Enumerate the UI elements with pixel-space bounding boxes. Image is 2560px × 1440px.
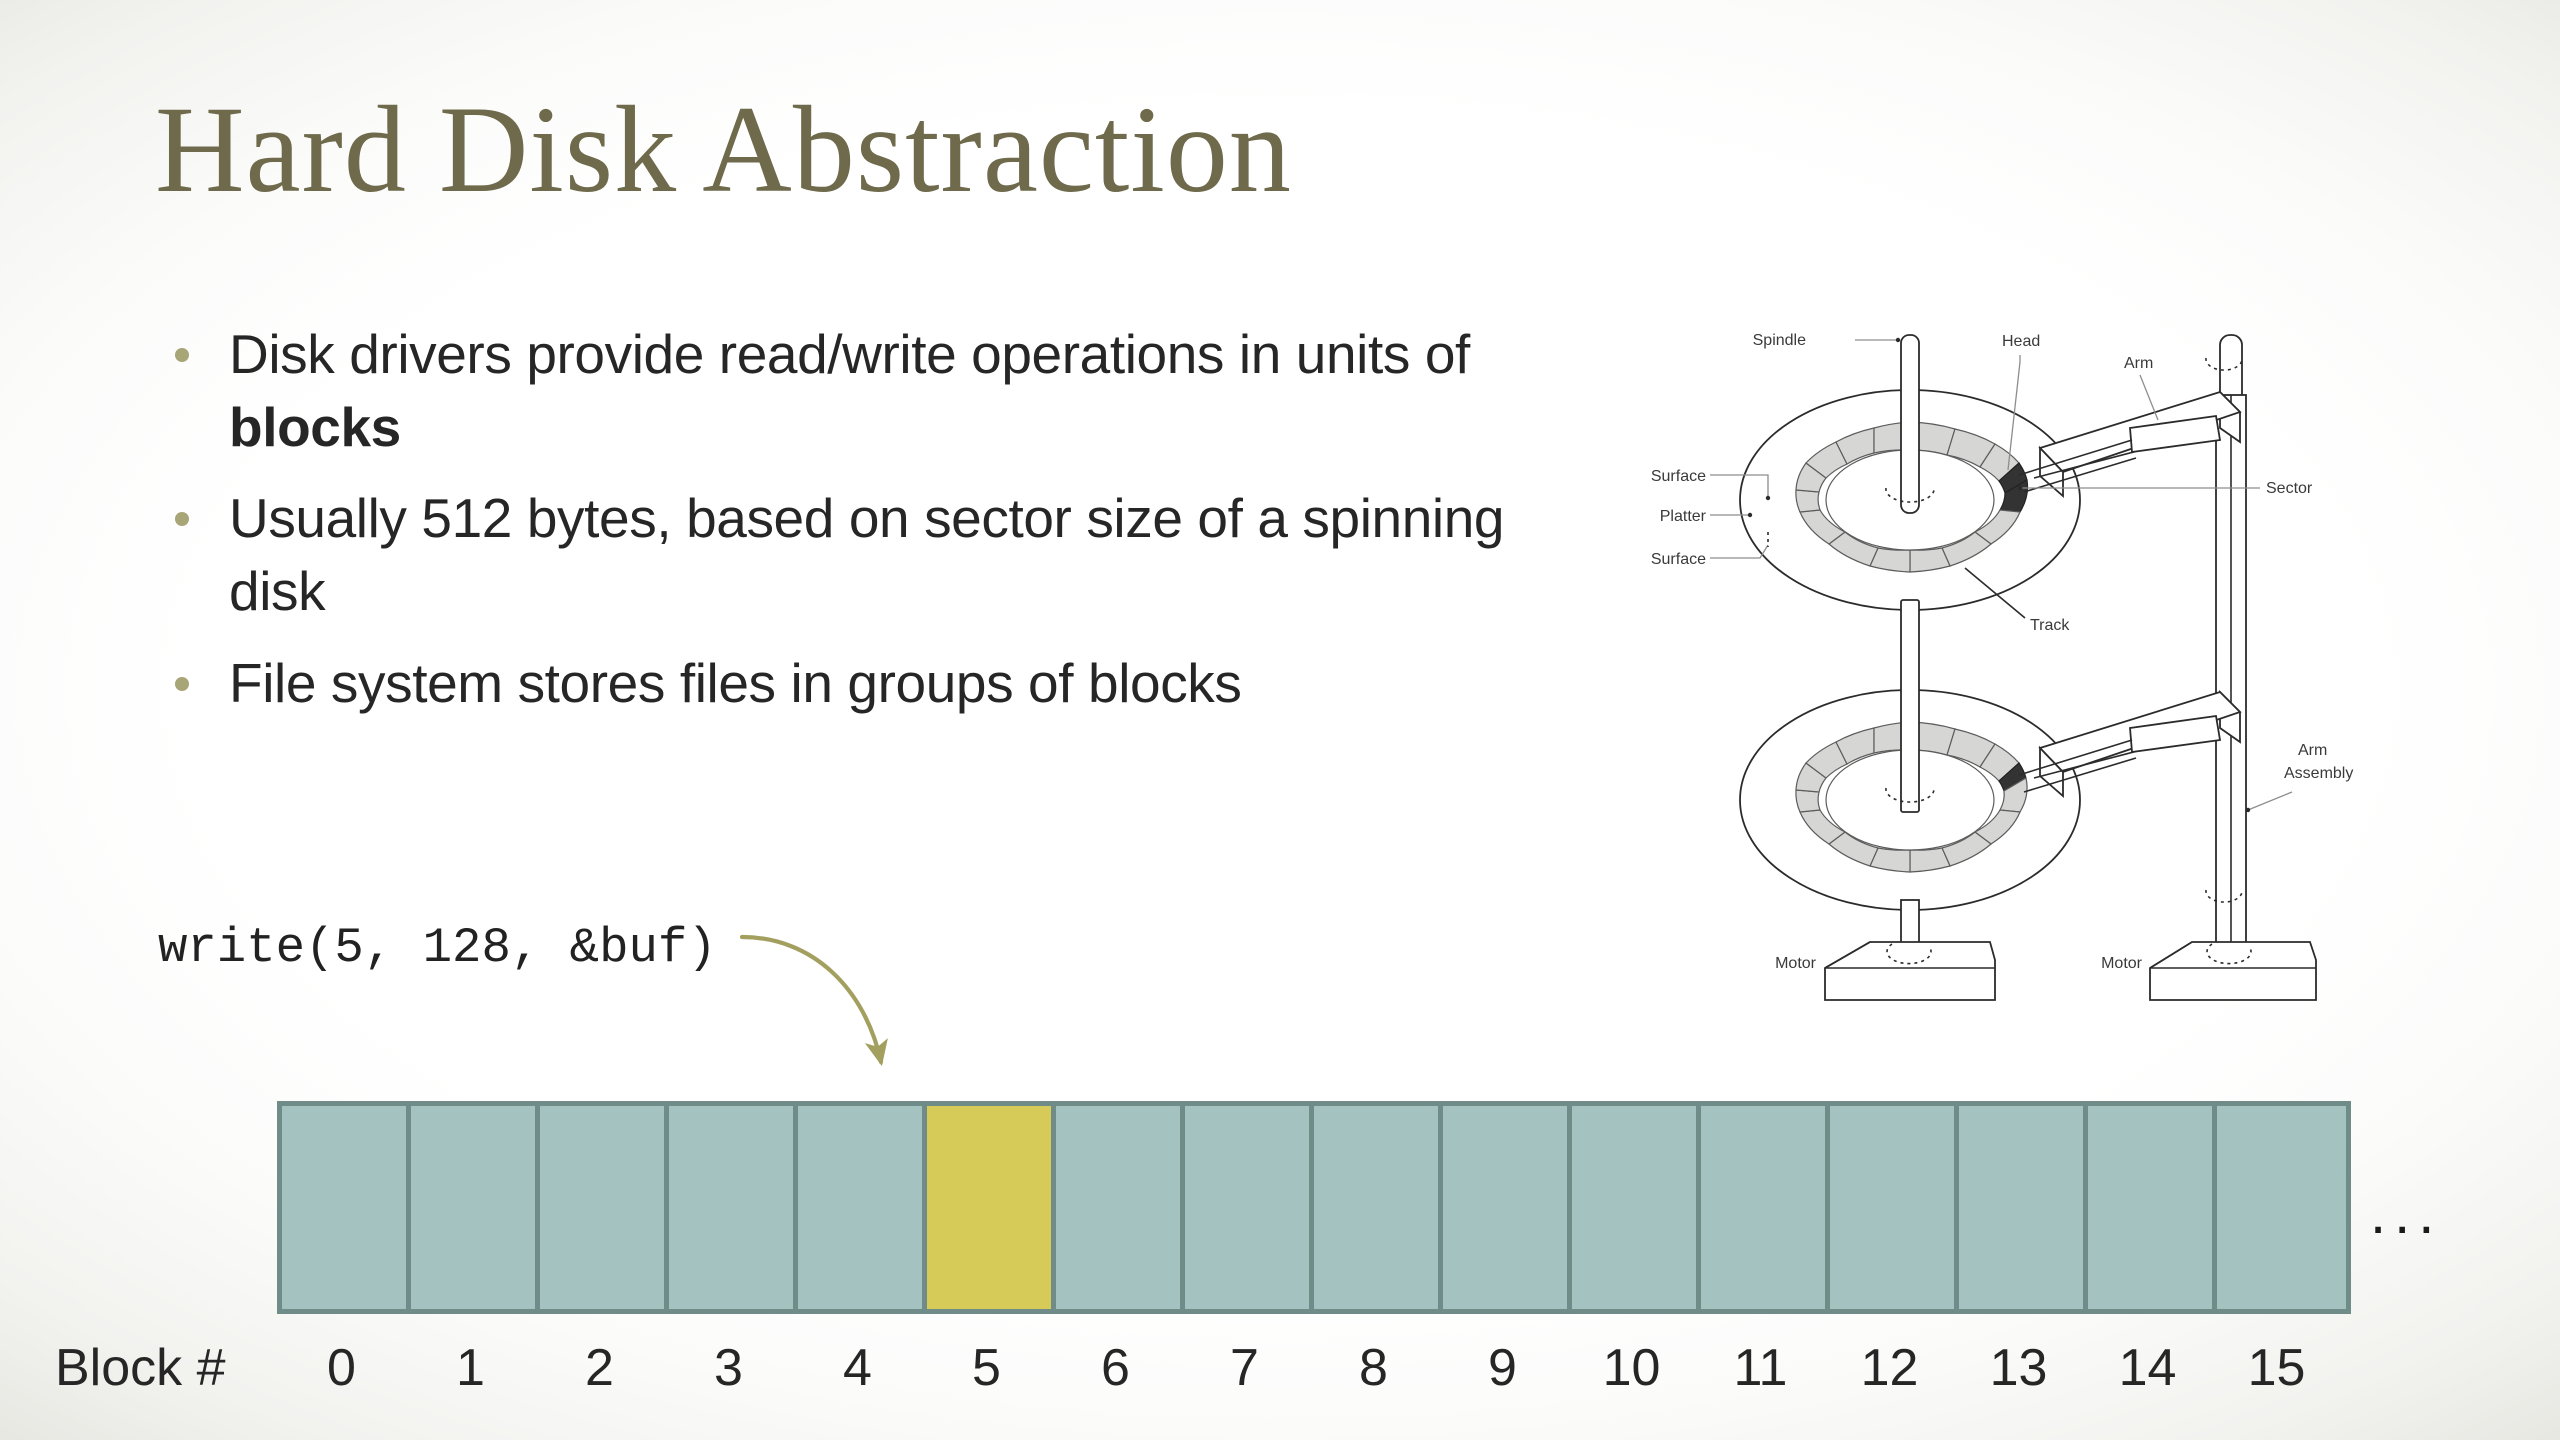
hard-disk-illustration: Spindle Head Arm Surface Platter Surface…: [1651, 332, 2353, 1001]
block-cell-3[interactable]: [669, 1106, 798, 1309]
list-item: Usually 512 bytes, based on sector size …: [175, 482, 1595, 628]
hard-disk-diagram: Spindle Head Arm Surface Platter Surface…: [1620, 300, 2420, 1040]
label-arm-assembly-line1: Arm: [2298, 742, 2327, 759]
block-cell-11[interactable]: [1701, 1106, 1830, 1309]
leader-surface-top: [1710, 474, 1769, 496]
leader-arm: [2139, 374, 2159, 421]
page-title: Hard Disk Abstraction: [155, 81, 1292, 218]
label-arm-assembly-line2: Assembly: [2284, 765, 2353, 782]
block-cell-4[interactable]: [798, 1106, 927, 1309]
bullet-text-plain: File system stores files in groups of bl…: [229, 651, 1242, 714]
bullet-list: Disk drivers provide read/write operatio…: [175, 318, 1595, 738]
block-cell-0[interactable]: [282, 1106, 411, 1309]
leader-track: [1964, 567, 2026, 619]
block-number: 4: [843, 1339, 872, 1397]
block-number: 7: [1230, 1339, 1259, 1397]
block-cell-10[interactable]: [1572, 1106, 1701, 1309]
label-sector: Sector: [2266, 480, 2313, 497]
block-cell-2[interactable]: [540, 1106, 669, 1309]
block-number: 8: [1359, 1339, 1388, 1397]
label-arm: Arm: [2124, 355, 2153, 372]
spindle-shaft-mid: [1900, 599, 1920, 813]
block-cell-5-highlighted[interactable]: [927, 1106, 1056, 1309]
bullet-text-plain: Disk drivers provide read/write operatio…: [229, 323, 1470, 385]
bullet-dot-icon: [175, 348, 189, 362]
block-number: 10: [1602, 1339, 1661, 1397]
block-cell-8[interactable]: [1314, 1106, 1443, 1309]
label-spindle: Spindle: [1753, 332, 1806, 349]
block-cell-14[interactable]: [2088, 1106, 2217, 1309]
head-link-bottom-2: [2023, 757, 2137, 793]
block-axis-label: Block #: [55, 1339, 226, 1397]
block-cell-12[interactable]: [1830, 1106, 1959, 1309]
bullet-text: File system stores files in groups of bl…: [229, 647, 1242, 720]
block-number: 11: [1733, 1339, 1788, 1397]
spindle-motor-base: [1824, 941, 1996, 1001]
leader-surface-bottom: [1710, 544, 1769, 559]
block-cell-7[interactable]: [1185, 1106, 1314, 1309]
list-item: File system stores files in groups of bl…: [175, 647, 1595, 720]
block-cell-6[interactable]: [1056, 1106, 1185, 1309]
head-link-top-2: [2023, 457, 2137, 493]
bullet-text: Disk drivers provide read/write operatio…: [229, 318, 1595, 464]
block-number: 12: [1860, 1339, 1919, 1397]
arm-top: [2033, 389, 2242, 498]
label-motor-right: Motor: [2101, 955, 2143, 972]
bullet-dot-icon: [175, 676, 189, 691]
block-number: 13: [1989, 1339, 2048, 1397]
block-number: 6: [1101, 1339, 1130, 1397]
pivot-rotation-top: [2205, 357, 2243, 371]
head-link-top: [2018, 439, 2133, 476]
strip-ellipsis: ...: [2370, 1181, 2443, 1246]
list-item: Disk drivers provide read/write operatio…: [175, 318, 1595, 464]
spin-direction-top: [1885, 487, 1935, 503]
leader-arm-assembly: [2247, 791, 2293, 811]
block-cell-13[interactable]: [1959, 1106, 2088, 1309]
spindle-shaft-top: [1900, 334, 1920, 514]
block-number-row: 0 1 2 3 4 5 6 7 8 9 10 11 12 13 14 15: [277, 1338, 2341, 1398]
bullet-dot-icon: [175, 512, 189, 527]
block-number: 15: [2247, 1339, 2306, 1397]
curved-arrow-icon: [739, 934, 888, 1067]
leader-head: [2007, 355, 2021, 471]
label-head: Head: [2002, 333, 2040, 350]
bullet-text: Usually 512 bytes, based on sector size …: [229, 482, 1595, 628]
block-number: 1: [456, 1339, 485, 1397]
bullet-text-plain: Usually 512 bytes, based on sector size …: [229, 487, 1505, 623]
block-number: 9: [1488, 1339, 1517, 1397]
pivot-rotation-bottom: [2205, 889, 2243, 903]
arm-bottom: [2033, 689, 2242, 798]
block-number: 3: [714, 1339, 743, 1397]
label-motor-left: Motor: [1775, 955, 1817, 972]
head-link-bottom: [2018, 739, 2133, 776]
block-number: 14: [2118, 1339, 2177, 1397]
label-surface-bottom: Surface: [1651, 551, 1706, 568]
block-cell-15[interactable]: [2217, 1106, 2346, 1309]
block-strip: [277, 1101, 2351, 1314]
label-platter: Platter: [1660, 508, 1707, 525]
block-number: 0: [327, 1339, 356, 1397]
block-number: 5: [972, 1339, 1001, 1397]
label-surface-top: Surface: [1651, 468, 1706, 485]
spin-direction-bottom: [1885, 787, 1935, 803]
arm-motor-base: [2149, 941, 2317, 1001]
block-cell-9[interactable]: [1443, 1106, 1572, 1309]
code-call-label: write(5, 128, &buf): [158, 920, 717, 976]
block-cell-1[interactable]: [411, 1106, 540, 1309]
bullet-text-bold: blocks: [229, 396, 401, 459]
block-number: 2: [585, 1339, 614, 1397]
label-track: Track: [2030, 617, 2070, 634]
